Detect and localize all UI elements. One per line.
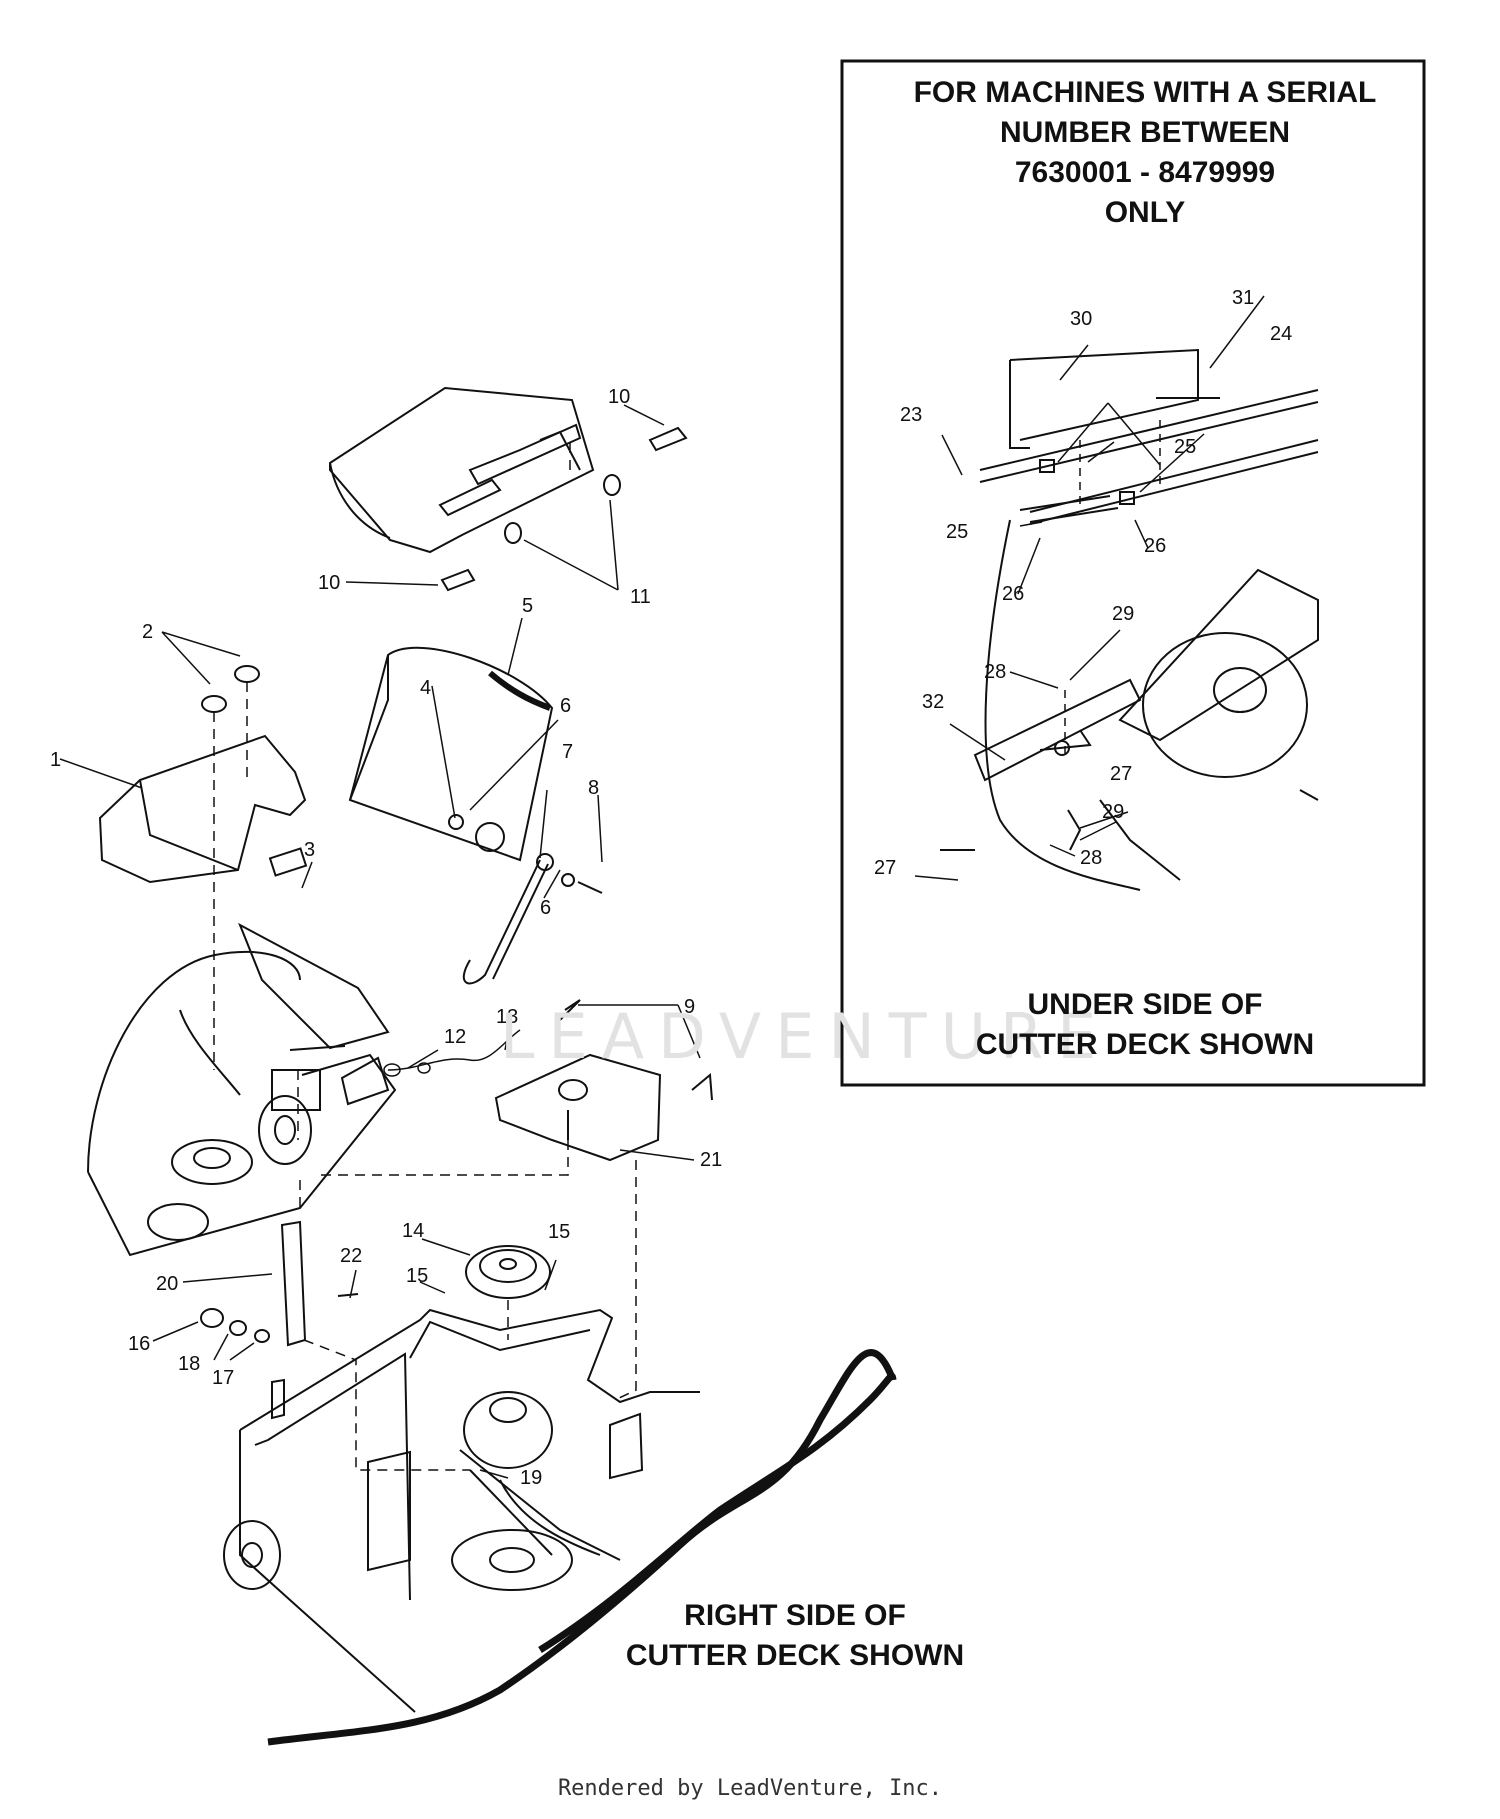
pins [440, 426, 688, 592]
callout-21: 21 [700, 1149, 722, 1171]
inset-baffle [940, 397, 1220, 851]
chute [348, 646, 554, 862]
main-caption-1: RIGHT SIDE OF [684, 1599, 906, 1632]
callout-31: 31 [1232, 287, 1254, 309]
callout-12: 12 [444, 1026, 466, 1048]
callout-13: 13 [496, 1006, 518, 1028]
inset-assembly-lines [1064, 420, 1161, 760]
hardware-left [200, 1220, 359, 1347]
callout-8: 8 [588, 777, 599, 799]
spring [462, 853, 603, 985]
break-line-right [538, 1372, 897, 1653]
inset-caption-1: UNDER SIDE OF [1027, 988, 1263, 1021]
callout-6a: 6 [560, 695, 571, 717]
callout-30: 30 [1070, 308, 1092, 330]
footer-credit: Rendered by LeadVenture, Inc. [557, 1776, 943, 1801]
callout-17: 17 [212, 1367, 234, 1389]
inset-heading-2: NUMBER BETWEEN [1000, 116, 1290, 149]
callout-29b: 29 [1102, 801, 1124, 823]
callout-15a: 15 [406, 1265, 428, 1287]
inset-heading-1: FOR MACHINES WITH A SERIAL [913, 76, 1377, 109]
callout-28a: 28 [984, 661, 1006, 683]
callout-27a: 27 [1110, 763, 1132, 785]
inset-deck-rails [979, 348, 1319, 525]
watermark: LEADVENTURE [500, 1000, 1111, 1073]
assembly-lines [213, 440, 637, 1471]
callout-20: 20 [156, 1273, 178, 1295]
callout-32: 32 [922, 691, 944, 713]
callout-23: 23 [900, 404, 922, 426]
callout-5: 5 [522, 595, 533, 617]
callout-7: 7 [562, 741, 573, 763]
inset-heading-3: 7630001 - 8479999 [1014, 156, 1276, 189]
main-caption-2: CUTTER DECK SHOWN [625, 1639, 965, 1672]
callout-3: 3 [304, 839, 315, 861]
callout-22: 22 [340, 1245, 362, 1267]
inset-heading-4: ONLY [1104, 196, 1186, 229]
inset-frame [840, 59, 1426, 1087]
callout-25b: 25 [946, 521, 968, 543]
deflector-shield [98, 665, 308, 884]
callout-26a: 26 [1144, 535, 1166, 557]
callout-15b: 15 [548, 1221, 570, 1243]
callout-28b: 28 [1080, 847, 1102, 869]
idler-assembly [87, 922, 397, 1257]
inset-deck-underside [984, 519, 1319, 891]
callout-1: 1 [50, 749, 61, 771]
callout-18: 18 [178, 1353, 200, 1375]
callout-19: 19 [520, 1467, 542, 1489]
belt-guard [494, 999, 713, 1162]
callout-16: 16 [128, 1333, 150, 1355]
callout-6b: 6 [540, 897, 551, 919]
spindle-pulley [465, 1245, 551, 1299]
callout-26b: 26 [1002, 583, 1024, 605]
callout-4: 4 [420, 677, 431, 699]
callout-11: 11 [630, 586, 651, 608]
chute-cover [329, 386, 595, 554]
callout-9: 9 [684, 996, 695, 1018]
callout-29a: 29 [1112, 603, 1134, 625]
callout-10b: 10 [318, 572, 340, 594]
callout-labels: 1 2 3 4 5 6 6 7 8 9 10 10 11 12 13 14 15… [50, 287, 1292, 1489]
callout-27b: 27 [874, 857, 896, 879]
callout-10a: 10 [608, 386, 630, 408]
cable [383, 1029, 521, 1077]
leader-lines [59, 295, 1265, 1479]
callout-24: 24 [1270, 323, 1292, 345]
callout-25a: 25 [1174, 436, 1196, 458]
callout-14: 14 [402, 1220, 424, 1242]
callout-2: 2 [142, 621, 153, 643]
cutter-deck [223, 1308, 700, 1713]
inset-caption-2: CUTTER DECK SHOWN [975, 1028, 1315, 1061]
